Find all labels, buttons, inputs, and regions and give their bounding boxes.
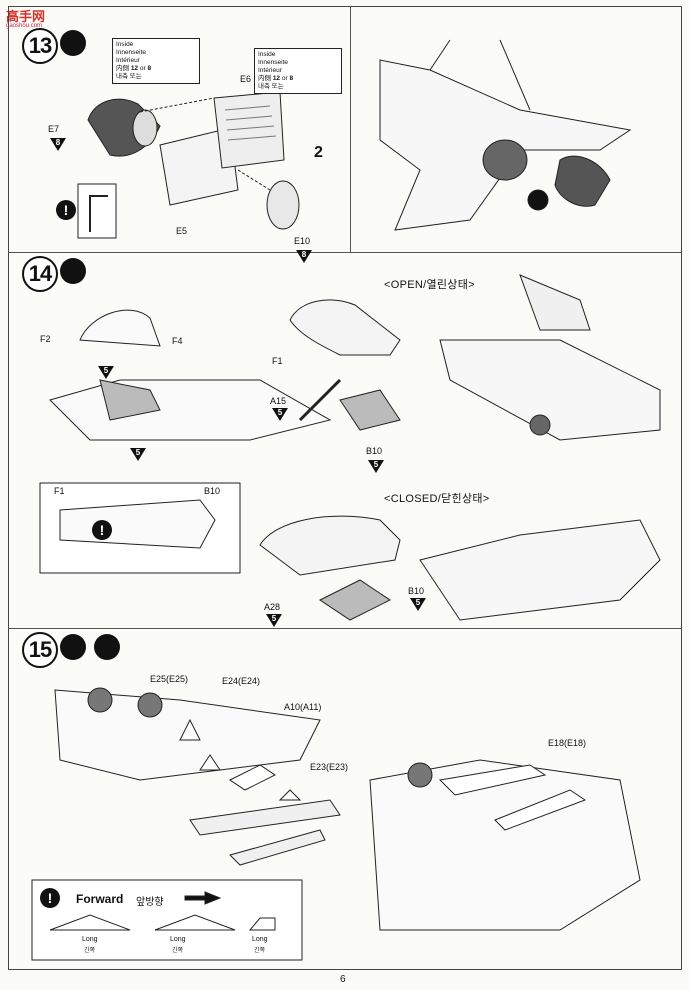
paint-f4: 5 — [98, 366, 114, 379]
step-14-number: 14 — [22, 256, 58, 292]
detail-label-b10: B10 — [204, 486, 221, 496]
divider-step14 — [8, 628, 682, 629]
paint-part: 5 — [130, 448, 146, 461]
label-a15: A15 — [270, 396, 287, 406]
closed-state-label: <CLOSED/닫힌상태> — [384, 493, 490, 505]
quantity-label: 2 — [314, 144, 323, 161]
paint-a15: 5 — [272, 408, 288, 421]
glue-icon-15 — [60, 634, 86, 660]
page-number: 6 — [340, 974, 346, 985]
fuselage-underside-right — [369, 759, 641, 931]
label-f4: F4 — [172, 336, 183, 346]
paint-b10: 5 — [368, 460, 384, 473]
label-a10: A10(A11) — [284, 702, 322, 712]
caution-icon-forward: ! — [40, 888, 60, 908]
caution-icon-14: ! — [92, 520, 112, 540]
f4-seat-part — [99, 379, 161, 421]
open-state-label: <OPEN/열린상태> — [384, 279, 475, 291]
label-e25: E25(E25) — [150, 674, 189, 684]
glue-icon-14 — [60, 258, 86, 284]
long-kr-label-1: 긴쪽 — [84, 948, 96, 954]
b10-hinge — [339, 389, 401, 431]
divider-step13 — [8, 252, 682, 253]
rotate-icon-15 — [94, 634, 120, 660]
e10-disc — [266, 180, 300, 230]
loose-nozzle — [554, 155, 611, 207]
label-e6: E6 — [240, 74, 252, 84]
step-13-number: 13 — [22, 28, 58, 64]
aircraft-closed-canopy — [419, 519, 661, 621]
long-kr-label-3: 긴쪽 — [254, 948, 266, 954]
glue-icon — [60, 30, 86, 56]
long-label-3: Long — [252, 936, 268, 943]
detail-label-f1: F1 — [54, 486, 65, 496]
divider-step13-vertical — [350, 6, 351, 252]
e5-shroud — [159, 127, 239, 206]
step-15-number: 15 — [22, 632, 58, 668]
aircraft-open-canopy — [439, 339, 661, 441]
rotate-icon — [527, 189, 549, 211]
label-e24: E24(E24) — [222, 676, 261, 686]
f2-canopy-part — [79, 309, 161, 347]
label-e23: E23(E23) — [310, 762, 349, 772]
e6-ribbed-panel — [213, 91, 285, 169]
label-a28: A28 — [264, 602, 281, 612]
long-label-1: Long — [82, 936, 98, 943]
page-frame — [8, 6, 682, 970]
installed-nozzle — [482, 139, 528, 181]
b10-closed — [319, 579, 391, 621]
forward-title-kr: 앞방향 — [136, 897, 164, 908]
f1-canopy-closed — [259, 515, 401, 576]
label-b10: B10 — [366, 446, 383, 456]
label-e10: E10 — [294, 236, 311, 246]
paint-e7: 8 — [50, 138, 66, 151]
forward-title: Forward — [76, 892, 124, 906]
paint-b10-closed: 5 — [410, 598, 426, 611]
e7-nozzle-opening — [132, 109, 158, 147]
long-kr-label-2: 긴쪽 — [172, 948, 184, 954]
long-label-2: Long — [170, 936, 186, 943]
cockpit-left — [49, 379, 332, 441]
paint-e10: 8 — [296, 250, 312, 263]
e5-detail-box — [77, 183, 117, 239]
paint-a28: 5 — [266, 614, 282, 627]
label-e5: E5 — [176, 226, 188, 236]
label-e7: E7 — [48, 124, 60, 134]
label-f2: F2 — [40, 334, 51, 344]
label-b10-closed: B10 — [408, 586, 425, 596]
f1-canopy — [289, 299, 401, 356]
caution-icon-13: ! — [56, 200, 76, 220]
label-e18: E18(E18) — [548, 738, 587, 748]
label-f1: F1 — [272, 356, 283, 366]
